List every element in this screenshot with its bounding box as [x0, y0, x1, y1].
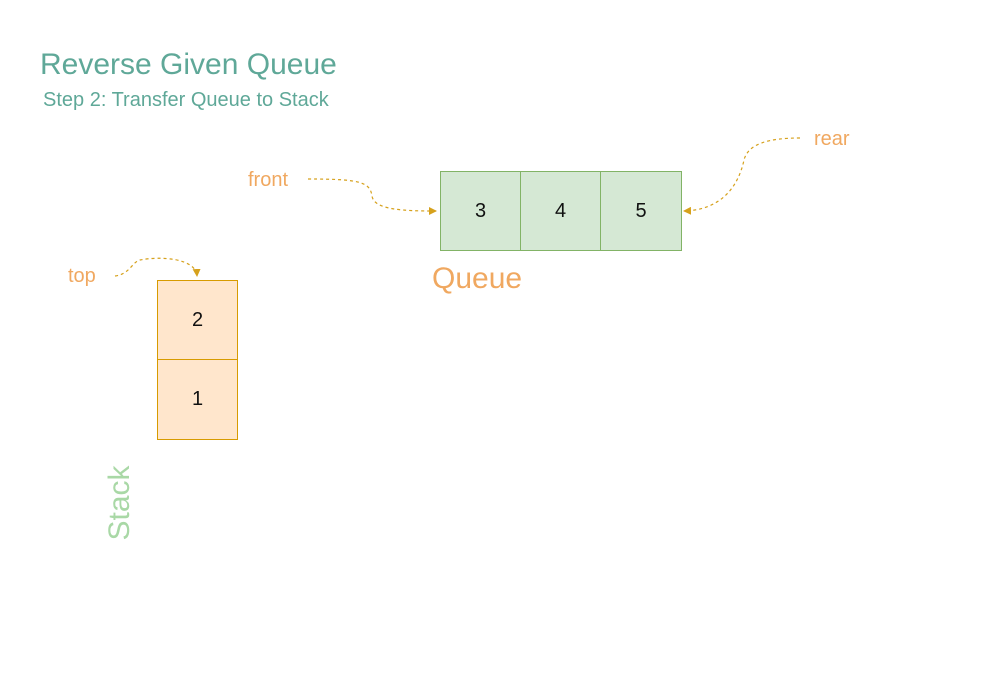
stack-cell: 1 [158, 360, 237, 439]
top-pointer-label: top [68, 265, 96, 287]
front-pointer-label: front [248, 169, 289, 191]
top-arrow [114, 257, 201, 277]
queue-cell: 5 [601, 172, 681, 250]
diagram-title: Reverse Given Queue [40, 48, 337, 81]
queue-container: 3 4 5 [440, 171, 682, 251]
rear-arrow [683, 137, 801, 215]
diagram-subtitle: Step 2: Transfer Queue to Stack [43, 89, 329, 111]
front-arrow [307, 178, 437, 215]
queue-cell: 3 [441, 172, 521, 250]
stack-label: Stack [103, 465, 136, 541]
queue-cell: 4 [521, 172, 601, 250]
queue-label: Queue [432, 262, 523, 295]
stack-container: 2 1 [157, 280, 238, 440]
stack-cell: 2 [158, 281, 237, 360]
rear-pointer-label: rear [814, 128, 850, 150]
